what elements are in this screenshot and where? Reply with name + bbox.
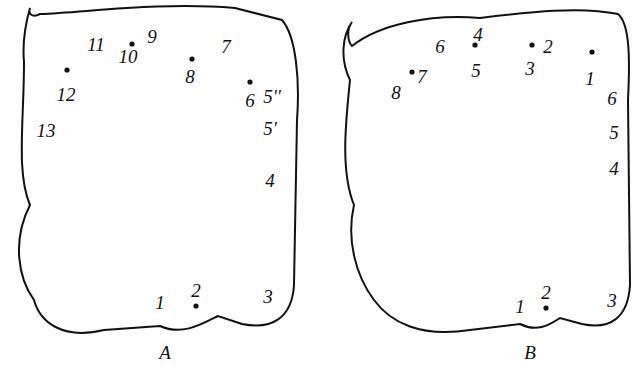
callout-number: 6 <box>435 37 445 56</box>
callout-number: 9 <box>147 27 157 46</box>
callout-number: 11 <box>87 35 105 54</box>
callout-number: 5 <box>471 61 481 80</box>
outline-b <box>343 10 630 332</box>
callout-number: 1 <box>155 293 165 312</box>
callout-number: 6 <box>245 91 255 110</box>
callout-number: 1 <box>515 297 525 316</box>
callout-number: 7 <box>417 67 427 86</box>
callout-number: 5' <box>263 119 277 138</box>
dots-a <box>64 41 252 308</box>
callout-number: 2 <box>543 37 553 56</box>
callout-number: 2 <box>191 281 201 300</box>
callout-number: 5'' <box>263 87 281 106</box>
callout-number: 13 <box>37 121 56 140</box>
callout-number: 2 <box>541 283 551 302</box>
callout-number: 5 <box>609 123 619 142</box>
callout-number: 8 <box>391 83 401 102</box>
callout-number: 1 <box>585 69 595 88</box>
callout-number: 3 <box>607 291 617 310</box>
outline-a <box>19 6 298 333</box>
callout-number: 12 <box>57 85 76 104</box>
callout-number: 3 <box>525 59 535 78</box>
callout-number: 7 <box>221 37 231 56</box>
callout-number: 8 <box>185 67 195 86</box>
figure-letter: A <box>159 343 171 362</box>
callout-number: 10 <box>119 47 138 66</box>
callout-number: 4 <box>473 25 483 44</box>
callout-number: 4 <box>265 171 275 190</box>
figure-letter: B <box>524 343 536 362</box>
callout-number: 6 <box>607 89 617 108</box>
callout-number: 3 <box>263 287 273 306</box>
callout-number: 4 <box>609 159 619 178</box>
dots-b <box>409 42 594 310</box>
